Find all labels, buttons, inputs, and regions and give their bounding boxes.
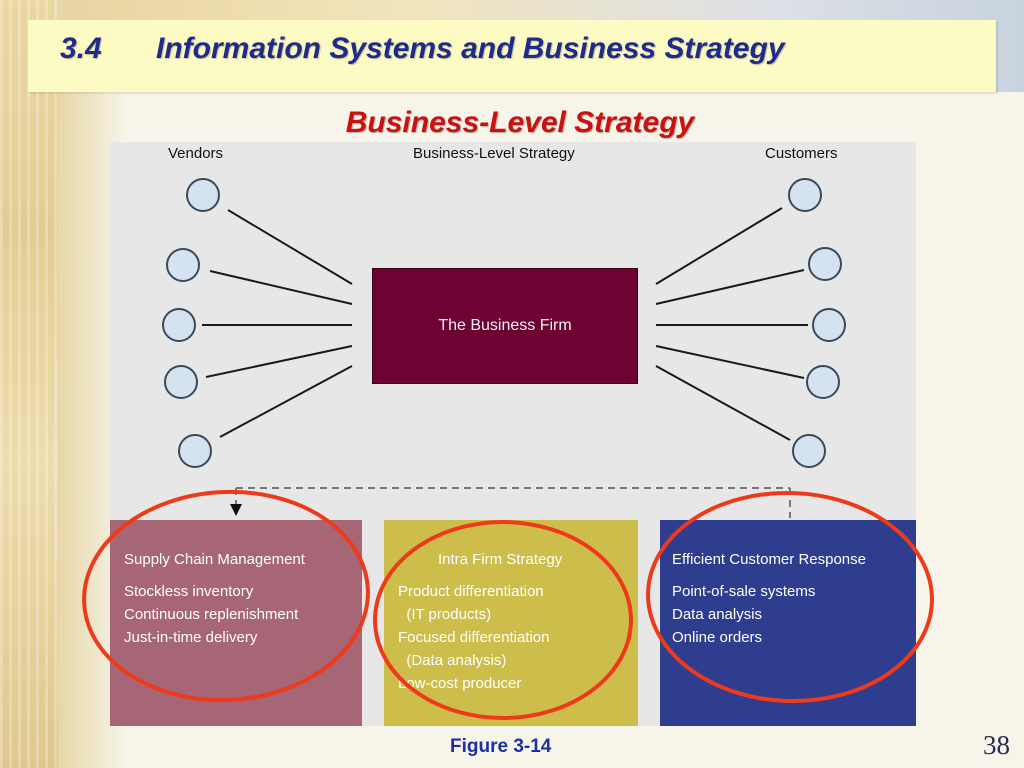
vendor-connector <box>205 345 353 378</box>
box-item: Point-of-sale systems <box>672 583 816 600</box>
down-arrow-icon <box>230 504 242 516</box>
section-number: 3.4 <box>60 32 102 65</box>
vendor-connector <box>219 365 353 438</box>
customer-node <box>812 308 846 342</box>
customers-label: Customers <box>765 145 838 162</box>
title-bar <box>28 20 996 92</box>
vendor-node <box>164 365 198 399</box>
box-title: Intra Firm Strategy <box>438 551 563 568</box>
highlight-ellipse <box>646 490 934 704</box>
vendor-connector <box>227 209 353 285</box>
customer-node <box>792 434 826 468</box>
vendor-node <box>162 308 196 342</box>
box-item: Continuous replenishment <box>124 606 299 623</box>
vendor-connector <box>209 270 353 305</box>
business-firm-box: The Business Firm <box>372 268 638 384</box>
vendor-node <box>166 248 200 282</box>
slide-subtitle: Business-Level Strategy <box>345 106 695 139</box>
vendor-node <box>186 178 220 212</box>
figure-label: Figure 3-14 <box>450 736 552 757</box>
customer-node <box>808 247 842 281</box>
box-item: Data analysis <box>672 606 763 623</box>
strategy-label: Business-Level Strategy <box>413 145 575 162</box>
box-item: (Data analysis) <box>398 652 507 669</box>
vendors-label: Vendors <box>168 145 224 162</box>
customer-connector <box>655 365 791 441</box>
box-item: Just-in-time delivery <box>124 629 258 646</box>
customer-node <box>788 178 822 212</box>
slide-title: 3.4 Information Systems and Business Stra… <box>60 32 785 66</box>
vendor-node <box>178 434 212 468</box>
box-title: Efficient Customer Response <box>672 551 866 568</box>
box-item: Stockless inventory <box>124 583 254 600</box>
customer-connector <box>655 207 783 285</box>
supply-chain-box: Supply Chain Management Stockless invent… <box>110 520 362 726</box>
box-title: Supply Chain Management <box>124 551 305 568</box>
firm-label: The Business Firm <box>438 317 572 334</box>
box-item: Online orders <box>672 629 763 646</box>
box-item: Focused differentiation <box>398 629 550 646</box>
parchment-texture <box>0 0 58 768</box>
box-item: (IT products) <box>398 606 492 623</box>
customer-response-box: Efficient Customer Response Point-of-sal… <box>660 520 916 726</box>
highlight-ellipse <box>82 489 370 703</box>
customer-node <box>806 365 840 399</box>
title-text: Information Systems and Business Strateg… <box>156 32 785 65</box>
box-item: Product differentiation <box>398 583 544 600</box>
page-number: 38 <box>983 730 1010 760</box>
customer-connector <box>655 269 805 305</box>
customer-connector <box>655 345 805 379</box>
highlight-ellipse <box>373 520 633 720</box>
